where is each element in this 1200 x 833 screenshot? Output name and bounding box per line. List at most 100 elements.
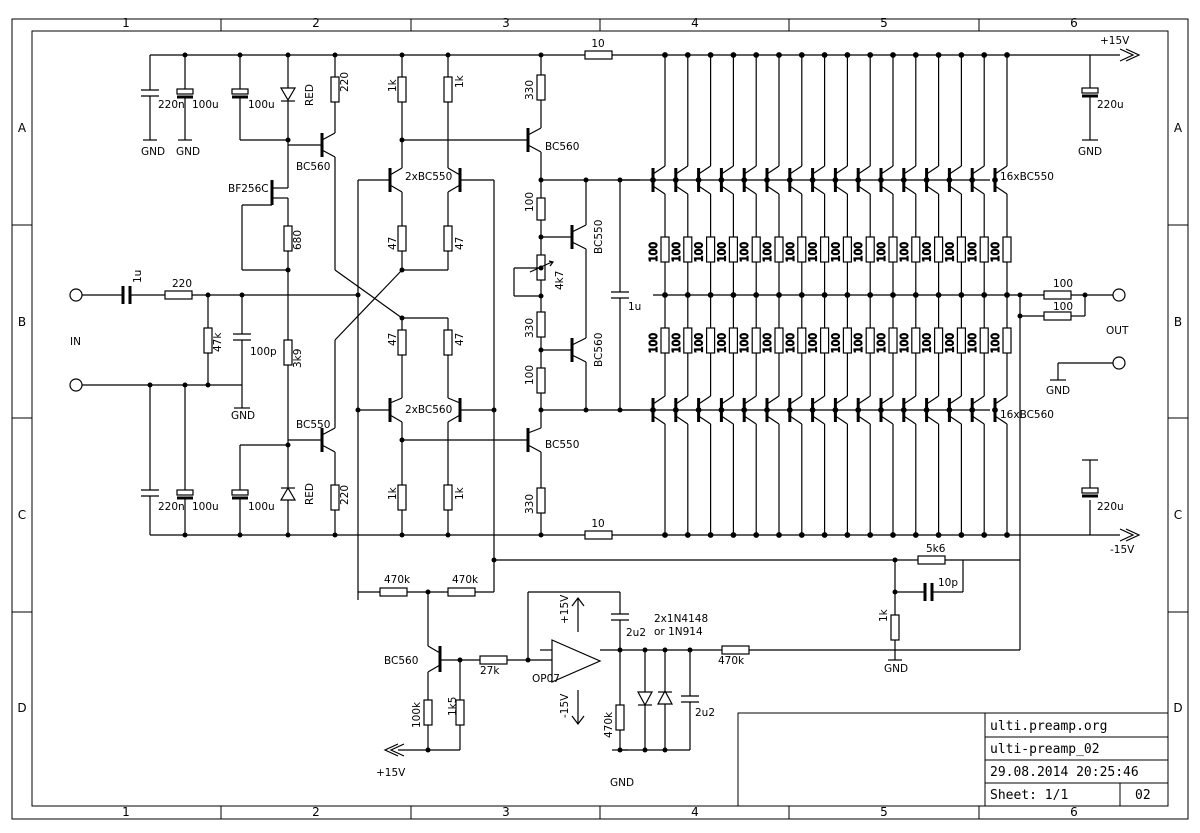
pnp-collector — [652, 415, 666, 425]
resistor-pnp-9 — [842, 327, 853, 354]
label-bc560-top: BC560 — [296, 161, 330, 173]
junction — [855, 407, 862, 413]
label-r100-pnp-1: 100 — [648, 333, 660, 353]
label-arr550: 16xBC550 — [1000, 171, 1054, 183]
junction — [662, 532, 668, 538]
junction — [912, 52, 919, 58]
junction — [900, 407, 907, 413]
label-r100-pnp-8: 100 — [808, 333, 820, 353]
frame-col-1-top: 1 — [122, 16, 130, 30]
label-c100u-bottom: 100u — [192, 501, 219, 513]
pnp-emitter — [766, 395, 780, 405]
resistor-10-bottom — [584, 530, 613, 540]
pnp-collector — [880, 415, 894, 425]
label-r47-a: 47 — [387, 237, 399, 250]
label-r100-npn-6: 100 — [762, 242, 774, 262]
label-pair560: 2xBC560 — [405, 404, 452, 416]
frame-row-C-right: C — [1174, 508, 1182, 522]
label-r5k6: 5k6 — [926, 543, 946, 555]
npn-collector — [926, 165, 939, 175]
junction — [923, 177, 930, 183]
junction — [890, 532, 896, 538]
frame-row-A-right: A — [1174, 121, 1183, 135]
junction — [1004, 52, 1010, 58]
frame-col-1-bottom: 1 — [122, 805, 130, 819]
npn-emitter — [971, 185, 985, 195]
label-arr560: 16xBC560 — [1000, 409, 1054, 421]
junction — [764, 177, 770, 183]
label-r100-bias-a: 100 — [524, 192, 536, 212]
pnp-emitter — [835, 395, 848, 405]
junction — [650, 407, 656, 413]
npn-collector — [971, 165, 985, 175]
junction — [695, 177, 702, 183]
frame-inner — [31, 30, 1169, 807]
junction — [821, 292, 828, 298]
label-gnd-2: GND — [176, 146, 200, 158]
label-r100-pnp-15: 100 — [967, 333, 979, 353]
resistor-pnp-15 — [979, 327, 989, 354]
junction — [776, 532, 782, 538]
pnp-emitter — [743, 395, 757, 405]
input-network — [82, 286, 358, 535]
npn-collector — [880, 165, 894, 175]
npn-collector — [857, 165, 871, 175]
npn-collector — [675, 165, 689, 175]
resistor-npn-15 — [979, 236, 989, 263]
npn-emitter — [721, 185, 734, 195]
junction — [730, 292, 737, 298]
resistor-pnp-10 — [865, 327, 875, 354]
junction — [650, 177, 656, 183]
label-r100-npn-3: 100 — [694, 242, 706, 262]
junction — [912, 292, 919, 298]
label-gnd-out: GND — [1046, 385, 1070, 397]
junction — [890, 292, 896, 298]
junction — [809, 407, 816, 413]
junction — [684, 292, 691, 298]
label-bc560-bias: BC560 — [593, 333, 605, 367]
npn-collector — [812, 165, 825, 175]
junction — [798, 292, 805, 298]
resistor-npn-2 — [683, 236, 693, 263]
label-r100-pnp-9: 100 — [830, 333, 842, 353]
npn-collector — [766, 165, 780, 175]
label-r100-npn-11: 100 — [876, 242, 888, 262]
label-out: OUT — [1106, 325, 1129, 337]
junction — [753, 52, 760, 58]
junction — [969, 407, 976, 413]
junctions — [147, 52, 1088, 753]
label-r100-pnp-4: 100 — [716, 333, 728, 353]
npn-emitter — [949, 185, 962, 195]
junction — [832, 177, 839, 183]
label-pair550: 2xBC550 — [405, 171, 452, 183]
pnp-collector — [926, 415, 939, 425]
resistor-npn-5 — [751, 236, 761, 263]
input-ground-terminal — [69, 378, 83, 392]
pnp-collector — [835, 415, 848, 425]
pnp-collector — [789, 415, 803, 425]
title-name: ulti-preamp_02 — [990, 742, 1100, 757]
junction — [935, 532, 942, 538]
junction — [912, 532, 919, 538]
resistor-npn-14 — [956, 236, 967, 263]
junction — [684, 532, 691, 538]
junction — [900, 177, 907, 183]
junction — [786, 177, 793, 183]
junction — [798, 52, 805, 58]
npn-emitter — [880, 185, 894, 195]
label-red-bottom: RED — [304, 483, 316, 505]
npn-collector — [652, 165, 666, 175]
label-vplus-bottom: +15V — [376, 767, 406, 779]
pnp-emitter — [675, 395, 689, 405]
output-terminal — [1112, 288, 1126, 302]
label-r1k-a: 1k — [387, 78, 399, 92]
frame-col-6-top: 6 — [1070, 16, 1078, 30]
input-pairs — [334, 55, 528, 600]
label-r3k9: 3k9 — [292, 349, 304, 368]
label-c220n-bottom: 220n — [158, 501, 185, 513]
title-sheet: Sheet: 1/1 — [990, 788, 1068, 803]
label-gnd-1k: GND — [884, 663, 908, 675]
frame-col-2-bottom: 2 — [312, 805, 320, 819]
input-terminal — [69, 288, 83, 302]
